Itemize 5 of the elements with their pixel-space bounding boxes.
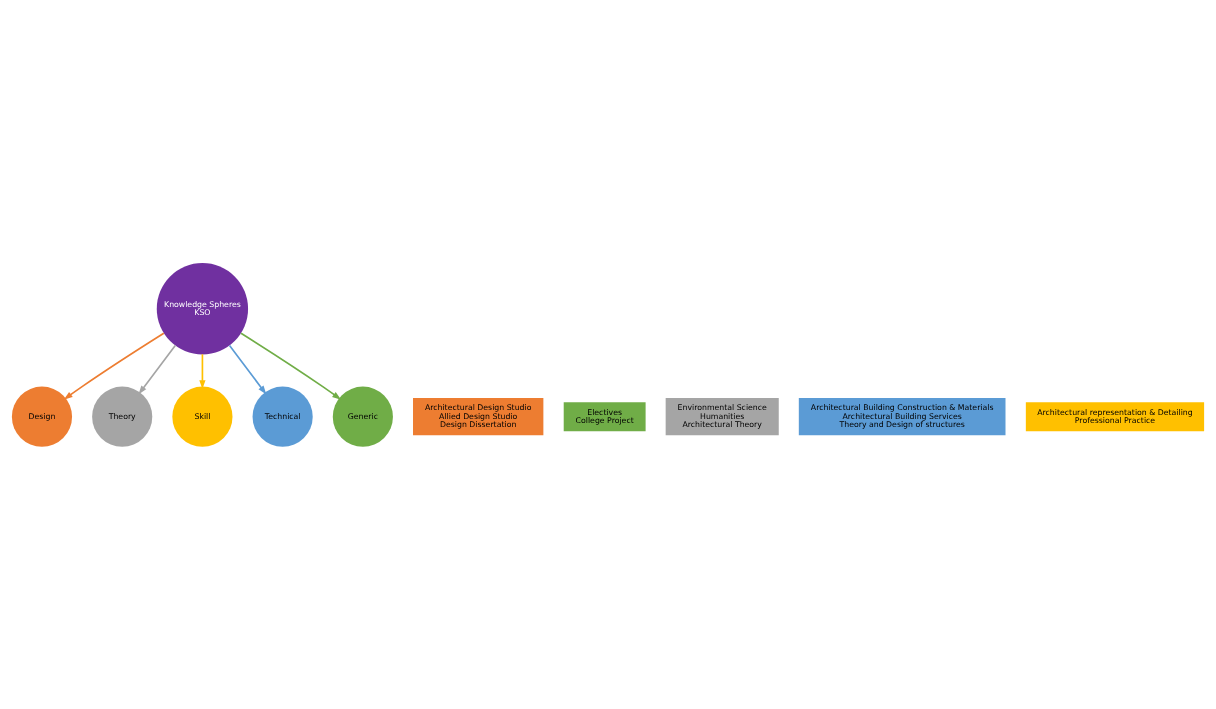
arrow [138,344,177,394]
arrow [228,344,267,394]
arrow [240,331,342,400]
arrow [199,352,206,389]
arrow [63,331,165,400]
